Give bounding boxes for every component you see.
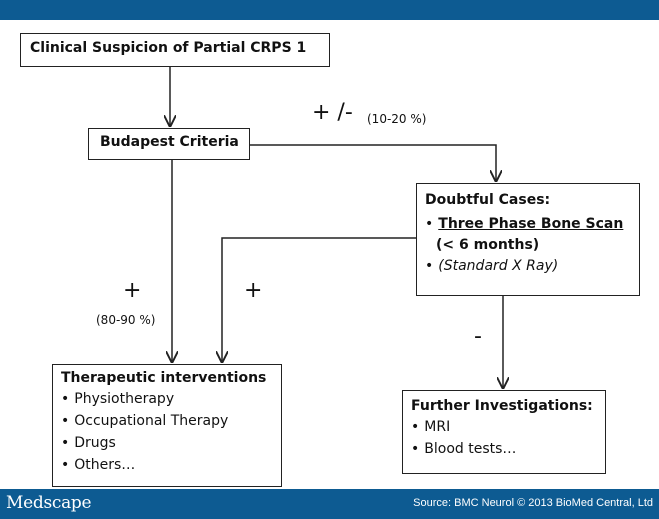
arrow-doubtful-to-therapeutic <box>222 237 416 362</box>
arrow-budapest-to-doubtful <box>250 144 496 181</box>
doubtful-item-xray: (Standard X Ray) <box>425 256 639 277</box>
further-list: MRI Blood tests… <box>411 416 605 460</box>
therapeutic-item: Others… <box>61 454 281 476</box>
bone-scan-label: Three Phase Bone Scan <box>438 216 624 232</box>
edge-label-plus-minus: + /- <box>312 100 353 125</box>
bone-scan-detail: (< 6 months) <box>436 237 540 253</box>
node-doubtful-cases-title: Doubtful Cases: <box>425 192 551 208</box>
xray-label: (Standard X Ray) <box>438 258 559 274</box>
node-further-investigations-title: Further Investigations: <box>411 398 593 414</box>
therapeutic-item: Physiotherapy <box>61 388 281 410</box>
top-bar <box>0 0 659 20</box>
node-clinical-suspicion: Clinical Suspicion of Partial CRPS 1 <box>20 33 330 67</box>
node-budapest-criteria: Budapest Criteria <box>88 128 250 160</box>
therapeutic-item: Drugs <box>61 432 281 454</box>
source-credit: Source: BMC Neurol © 2013 BioMed Central… <box>413 497 653 509</box>
doubtful-item-bone-scan: Three Phase Bone Scan <box>425 214 639 235</box>
node-doubtful-cases: Doubtful Cases: Three Phase Bone Scan (<… <box>416 183 640 296</box>
node-further-investigations: Further Investigations: MRI Blood tests… <box>402 390 606 474</box>
edge-label-plus-minus-pct: (10-20 %) <box>367 112 427 126</box>
further-item: MRI <box>411 416 605 438</box>
node-therapeutic-interventions-title: Therapeutic interventions <box>61 370 267 386</box>
edge-label-minus: - <box>474 324 482 349</box>
therapeutic-item: Occupational Therapy <box>61 410 281 432</box>
doubtful-cases-list-2: (Standard X Ray) <box>425 256 639 277</box>
doubtful-cases-list: Three Phase Bone Scan <box>425 214 639 235</box>
further-item: Blood tests… <box>411 438 605 460</box>
footer-bar: Medscape Source: BMC Neurol © 2013 BioMe… <box>0 489 659 519</box>
edge-label-plus-left: + <box>123 278 142 303</box>
therapeutic-list: Physiotherapy Occupational Therapy Drugs… <box>61 388 281 476</box>
edge-label-plus-left-pct: (80-90 %) <box>96 313 156 327</box>
node-budapest-criteria-title: Budapest Criteria <box>100 134 239 150</box>
edge-label-plus-right: + <box>244 278 263 303</box>
node-therapeutic-interventions: Therapeutic interventions Physiotherapy … <box>52 364 282 487</box>
node-clinical-suspicion-title: Clinical Suspicion of Partial CRPS 1 <box>30 40 307 56</box>
medscape-logo: Medscape <box>6 493 92 513</box>
